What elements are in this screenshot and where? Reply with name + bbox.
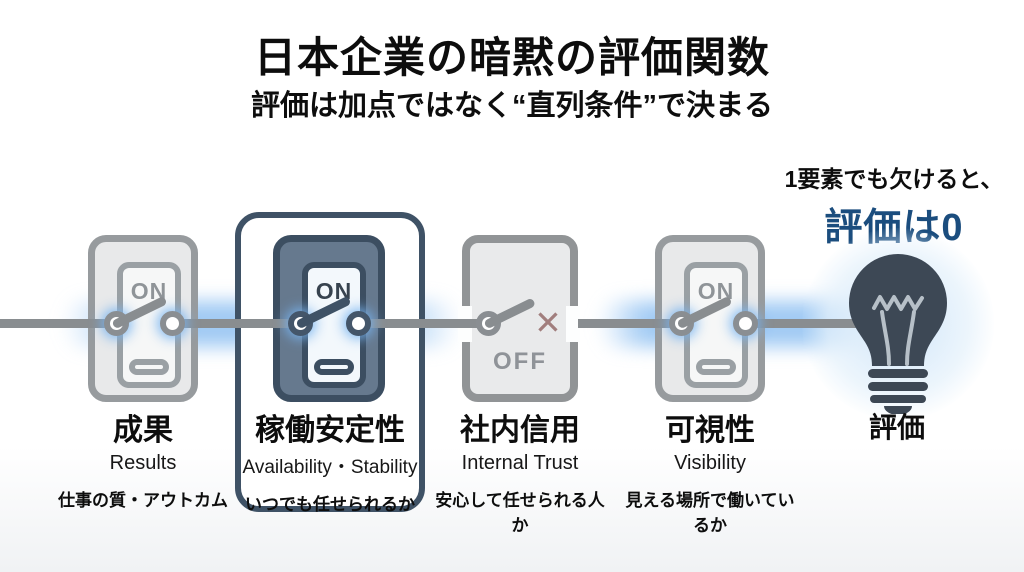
page-title: 日本企業の暗黙の評価関数	[253, 34, 770, 81]
bulb-icon	[849, 254, 947, 414]
label-desc: いつでも任せられるか	[245, 494, 415, 514]
circuit-wire	[0, 319, 120, 328]
label-visibility: 可視性 Visibility 見える場所で働いているか	[620, 414, 800, 536]
page-subtitle: 評価は加点ではなく“直列条件”で決まる	[250, 90, 773, 122]
label-en: Internal Trust	[461, 451, 579, 474]
wire-gap	[566, 306, 580, 342]
label-en: Results	[109, 451, 177, 474]
label-jp: 成果	[113, 414, 173, 447]
switch-internal-trust-state: OFF	[493, 348, 547, 375]
label-en: Visibility	[674, 451, 746, 474]
rocker-ridge	[129, 359, 169, 375]
label-en: Availability・Stability	[242, 456, 418, 478]
label-internal-trust: 社内信用 Internal Trust 安心して任せられる人か	[430, 414, 610, 536]
label-jp: 評価	[868, 412, 925, 443]
callout-condition: 1要素でも欠けると、	[784, 166, 1004, 192]
label-jp: 可視性	[665, 414, 755, 447]
rocker-ridge	[696, 359, 736, 375]
terminal	[733, 311, 758, 336]
circuit-wire	[741, 319, 862, 328]
rocker-ridge	[314, 359, 354, 375]
label-desc: 仕事の質・アウトカム	[58, 490, 228, 510]
terminal	[160, 311, 185, 336]
circuit-wire	[168, 319, 304, 328]
label-jp: 稼働安定性	[255, 414, 405, 447]
broken-contact-icon: ✕	[534, 304, 562, 341]
label-jp: 社内信用	[460, 414, 580, 447]
terminal	[346, 311, 371, 336]
label-desc: 安心して任せられる人か	[435, 490, 605, 535]
circuit-wire	[354, 319, 492, 328]
label-availability: 稼働安定性 Availability・Stability いつでも任せられるか	[235, 414, 425, 515]
label-results: 成果 Results 仕事の質・アウトカム	[53, 414, 233, 511]
circuit-wire	[578, 319, 685, 328]
label-evaluation: 評価	[827, 412, 967, 444]
label-desc: 見える場所で働いているか	[625, 490, 795, 535]
switch-results-state: ON	[130, 278, 168, 304]
